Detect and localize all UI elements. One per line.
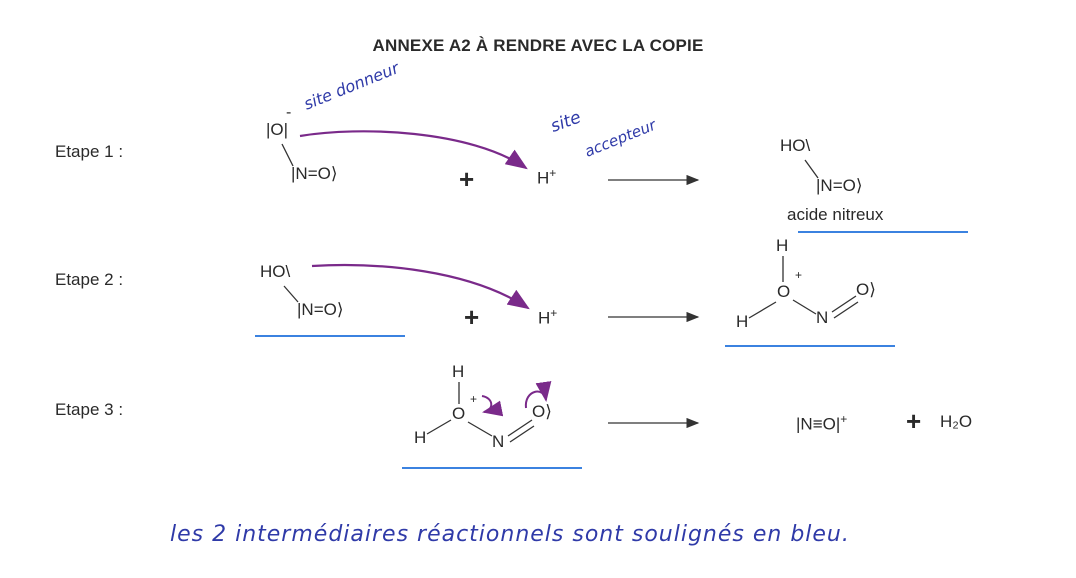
step3-h-top: H [452, 362, 465, 381]
step3-curved-arrow-1 [481, 395, 504, 417]
step2-prod-o-end: O⟩ [856, 280, 876, 299]
step1-bond [281, 143, 294, 167]
step2-bond [283, 285, 299, 303]
step2-prod-bond-ho [748, 301, 777, 319]
step3-n: N [492, 432, 505, 451]
step2-ho: HO\ [260, 262, 291, 281]
step1-curved-arrow [299, 130, 528, 170]
step2-prod-o: O [777, 282, 791, 301]
step3-bond-ho [426, 419, 452, 435]
step2-prod-n: N [816, 308, 829, 327]
step-3-label: Etape 3 : [55, 400, 124, 419]
step1-product-ho: HO\ [780, 136, 811, 155]
step3-bond-on [467, 421, 493, 437]
step3-curved-arrow-2 [524, 381, 552, 409]
step3-h-left: H [414, 428, 427, 447]
step1-product-no: |N=O⟩ [816, 176, 863, 195]
step1-nitroso: |N=O⟩ [291, 164, 338, 183]
step2-nitroso: |N=O⟩ [297, 300, 344, 319]
step3-double-1 [507, 419, 533, 437]
step3-plus: + [470, 392, 478, 406]
step1-proton: H+ [537, 166, 557, 188]
step2-prod-double-2 [833, 301, 859, 319]
water: H₂O [940, 412, 973, 431]
step2-prod-h-left: H [736, 312, 749, 331]
step2-prod-plus: + [795, 268, 803, 282]
footer-note: les 2 intermédiaires réactionnels sont s… [170, 522, 850, 547]
step2-plus: + [464, 302, 480, 332]
step3-o-end: O⟩ [532, 402, 552, 421]
step3-plus-sign: + [906, 406, 922, 436]
nitrosonium-ion: |N≡O|+ [796, 412, 848, 434]
step-1-label: Etape 1 : [55, 142, 124, 161]
step1-product-bond [804, 159, 819, 179]
step3-o: O [452, 404, 466, 423]
step2-proton: H+ [538, 306, 558, 328]
product-name: acide nitreux [787, 205, 884, 224]
step2-prod-bond-on [792, 299, 817, 315]
step1-plus: + [459, 164, 475, 194]
step2-prod-h-top: H [776, 236, 789, 255]
step2-curved-arrow [311, 263, 530, 310]
step-2-label: Etape 2 : [55, 270, 124, 289]
step3-double-2 [509, 425, 535, 443]
step1-oxygen-anion: |O| [266, 120, 289, 139]
page-title: ANNEXE A2 À RENDRE AVEC LA COPIE [372, 36, 704, 55]
step1-minus-charge: - [286, 104, 292, 121]
step2-prod-double-1 [831, 295, 857, 313]
